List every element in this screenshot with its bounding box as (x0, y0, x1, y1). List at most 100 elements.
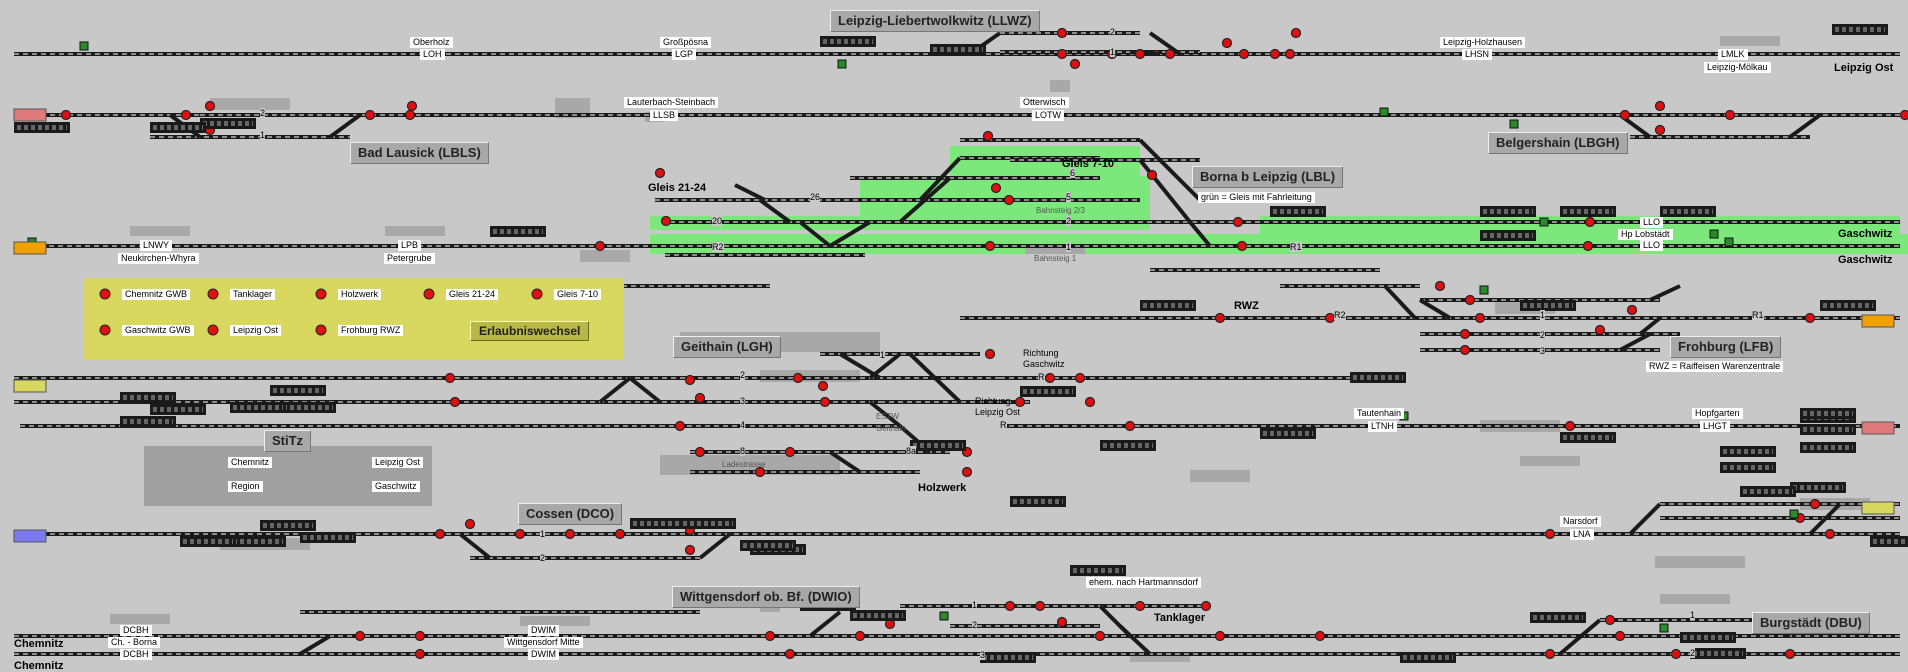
label-llo1: LLO (1640, 217, 1664, 228)
signal-91 (1056, 616, 1068, 628)
signal-39 (1594, 324, 1606, 336)
erlaubnis-signal-7[interactable] (315, 324, 327, 336)
station-box-lbl[interactable]: Borna b Leipzig (LBL) (1192, 166, 1344, 188)
station-box-lgh[interactable]: Geithain (LGH) (673, 336, 781, 358)
platform-block-0 (130, 226, 190, 236)
track-number-1: 1 (1110, 47, 1116, 57)
signal-75 (1824, 528, 1836, 540)
track-number-5: 5 (1066, 192, 1072, 202)
track-number-31: 2 (1690, 648, 1696, 658)
platform-block-13 (1660, 594, 1730, 604)
track-end-marker-0 (13, 108, 47, 122)
signal-46 (449, 396, 461, 408)
station-box-dco[interactable]: Cossen (DCO) (518, 503, 623, 525)
signal-67 (464, 518, 476, 530)
track-number-16: 3 (1540, 346, 1546, 356)
station-box-llwz[interactable]: Leipzig-Liebertwolkwitz (LLWZ) (830, 10, 1040, 32)
signal-25 (982, 130, 994, 142)
switch-13 (1138, 158, 1192, 224)
label-ch_borna: Ch. - Borna (108, 637, 161, 648)
track-number-11: R1 (1290, 242, 1302, 252)
signal-28 (1146, 169, 1158, 181)
signal-38 (1626, 304, 1638, 316)
stitz-item-3: Gaschwitz (372, 481, 420, 492)
platform-block-8 (580, 250, 630, 262)
signal-89 (1004, 600, 1016, 612)
label-llo2: LLO (1640, 240, 1664, 251)
signal-26 (990, 182, 1002, 194)
label-ladestrasse: Ladestrasse (722, 460, 766, 469)
signal-47 (1044, 372, 1056, 384)
label-lhsn_name: Leipzig-Holzhausen (1440, 37, 1526, 48)
switch-6 (1788, 113, 1822, 139)
signal-13 (204, 100, 216, 112)
track-number-21: 8 (740, 446, 746, 456)
signal-20 (1654, 124, 1666, 136)
switch-27 (908, 352, 962, 404)
signal-6 (1134, 48, 1146, 60)
platform-block-20 (1190, 470, 1250, 482)
switch-36 (1558, 618, 1602, 656)
signal-9 (1238, 48, 1250, 60)
platform-block-5 (1720, 36, 1780, 46)
track-number-14: R1 (1752, 310, 1764, 320)
erlaubnis-signal-0[interactable] (99, 288, 111, 300)
station-box-lbgh[interactable]: Belgershain (LBGH) (1488, 132, 1628, 154)
endpoint-leipzig_ost: Leipzig Ost (1834, 62, 1894, 74)
signal-32 (1582, 240, 1594, 252)
signal-86 (1134, 600, 1146, 612)
green-signal-7 (1539, 217, 1549, 227)
signal-18 (1724, 109, 1736, 121)
erlaubnis-signal-3[interactable] (423, 288, 435, 300)
track-number-27: 1 (972, 600, 978, 610)
switch-30 (698, 532, 732, 560)
platform-block-15 (110, 614, 170, 624)
green-signal-5 (1479, 285, 1489, 295)
station-box-stitz[interactable]: StiTz (264, 430, 312, 452)
station-box-dbu[interactable]: Burgstädt (DBU) (1752, 612, 1870, 634)
station-box-dwio[interactable]: Wittgensdorf ob. Bf. (DWIO) (672, 586, 860, 608)
label-lpb: LPB (398, 240, 422, 251)
switch-35 (808, 610, 842, 638)
track-number-17: 1 (880, 350, 886, 360)
switch-31 (1628, 502, 1662, 536)
signal-80 (1314, 630, 1326, 642)
switch-21 (598, 376, 632, 404)
signal-10 (1221, 37, 1233, 49)
switch-29 (458, 532, 492, 560)
label-tautenhain: Tautenhain (1354, 408, 1405, 419)
switch-16 (1418, 298, 1452, 320)
signal-76 (764, 630, 776, 642)
label-estw_geithain: Geithain (876, 424, 906, 433)
track-end-marker-5 (13, 529, 47, 543)
erlaubnis-item-5: Gaschwitz GWB (122, 325, 194, 336)
signal-85 (1200, 600, 1212, 612)
green-signal-4 (1379, 107, 1389, 117)
switch-9 (828, 220, 872, 248)
station-box-lbls[interactable]: Bad Lausick (LBLS) (350, 142, 489, 164)
erlaubnis-signal-6[interactable] (207, 324, 219, 336)
signal-73 (1809, 498, 1821, 510)
label-lnwy_name: Neukirchen-Whyra (118, 253, 199, 264)
signal-63 (684, 374, 696, 386)
signal-87 (784, 648, 796, 660)
station-box-lfb[interactable]: Frohburg (LFB) (1670, 336, 1782, 358)
signal-44 (1434, 280, 1446, 292)
label-hopfgarten: Hopfgarten (1692, 408, 1743, 419)
erlaubnis-signal-4[interactable] (531, 288, 543, 300)
stitz-item-0: Chemnitz (228, 457, 273, 468)
green-signal-9 (1789, 509, 1799, 519)
signal-62 (1084, 396, 1096, 408)
electrified-area-4 (950, 146, 1140, 180)
erlaubnis-signal-1[interactable] (207, 288, 219, 300)
erlaubnis-signal-2[interactable] (315, 288, 327, 300)
label-dwim2: DWIM (528, 649, 559, 660)
erlaubnis-signal-5[interactable] (99, 324, 111, 336)
green-signal-3 (1509, 119, 1519, 129)
track-number-25: 1 (540, 529, 546, 539)
signal-48 (1074, 372, 1086, 384)
label-dcbh2: DCBH (120, 649, 152, 660)
erlaubniswechsel-button[interactable]: Erlaubniswechsel (470, 321, 590, 341)
track-end-marker-6 (1861, 501, 1895, 515)
signal-11 (60, 109, 72, 121)
